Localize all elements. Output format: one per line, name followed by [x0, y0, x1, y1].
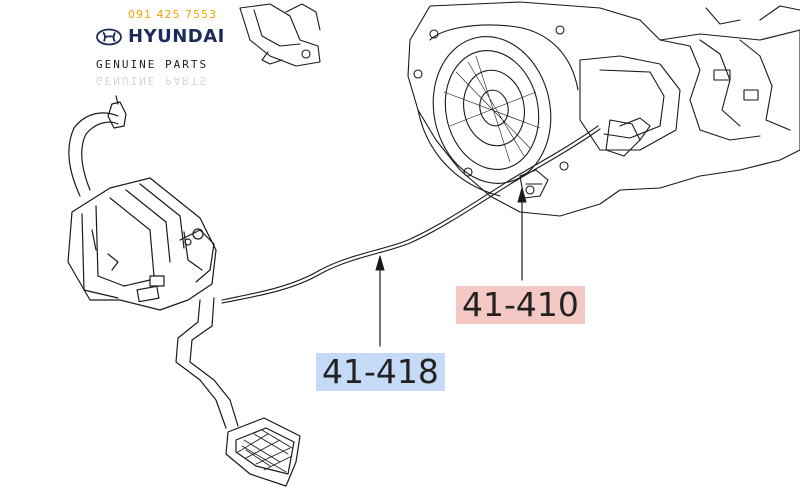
clutch-pedal — [175, 297, 301, 487]
phone-number: 091 425 7553 — [128, 8, 217, 21]
part-number-41-418[interactable]: 41-418 — [316, 353, 445, 391]
brand-block: HYUNDAI — [96, 26, 225, 47]
genuine-parts-reflection: GENUINE PARTS — [96, 74, 209, 87]
reservoir-hose — [68, 95, 127, 197]
transmission-housing — [407, 1, 800, 217]
arrowhead-41-410 — [517, 187, 527, 203]
genuine-parts-label: GENUINE PARTS — [96, 58, 209, 71]
top-bracket — [239, 3, 321, 67]
pedal-bracket — [67, 177, 217, 311]
leader-lines — [379, 197, 523, 347]
clutch-cable — [221, 125, 601, 304]
part-number-41-410[interactable]: 41-410 — [456, 286, 585, 324]
hyundai-logo-icon — [96, 28, 122, 45]
arrowhead-41-418 — [375, 255, 385, 271]
brand-name: HYUNDAI — [128, 26, 225, 47]
